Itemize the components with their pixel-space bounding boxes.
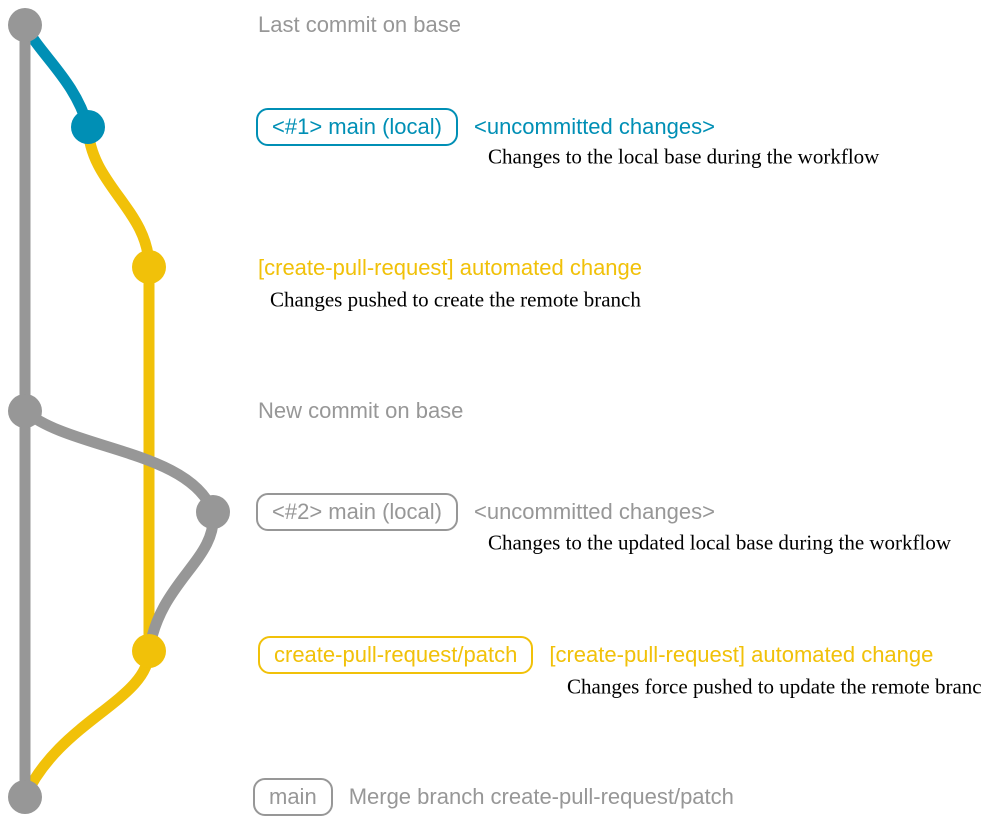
commit-message-automated-change-1: [create-pull-request] automated change	[258, 255, 643, 280]
branch-badge-main-local-2: <#2> main (local)	[256, 493, 458, 531]
branch-path-main-local-1	[19, 19, 94, 133]
annotation-updated-base: Changes to the updated local base during…	[488, 530, 952, 555]
branch-badge-main: main	[253, 778, 333, 816]
commit-message-automated-change-2: [create-pull-request] automated change	[549, 642, 934, 667]
commit-node-new-base	[8, 394, 42, 428]
branch-path-main-local-2	[19, 405, 219, 657]
commit-message-new-base: New commit on base	[258, 398, 464, 423]
branch-badge-cpr-patch: create-pull-request/patch	[258, 636, 534, 674]
commit-node-last-base	[8, 8, 42, 42]
annotation-local-base: Changes to the local base during the wor…	[488, 144, 880, 169]
annotation-force-pushed: Changes force pushed to update the remot…	[567, 674, 981, 699]
commit-node-merge	[8, 780, 42, 814]
commit-message-uncommitted-2: <uncommitted changes>	[473, 499, 715, 524]
commit-node-main-local-2	[196, 495, 230, 529]
commit-message-last-base: Last commit on base	[258, 12, 461, 37]
commit-message-uncommitted-1: <uncommitted changes>	[473, 114, 715, 139]
commit-node-main-local-1	[71, 110, 105, 144]
branch-path-create-pull-request	[19, 121, 155, 803]
commit-node-automated-change-2	[132, 634, 166, 668]
commit-node-automated-change-1	[132, 250, 166, 284]
annotation-pushed-create: Changes pushed to create the remote bran…	[270, 287, 641, 312]
branch-badge-main-local-1: <#1> main (local)	[256, 108, 458, 146]
commit-message-merge: Merge branch create-pull-request/patch	[348, 784, 734, 809]
